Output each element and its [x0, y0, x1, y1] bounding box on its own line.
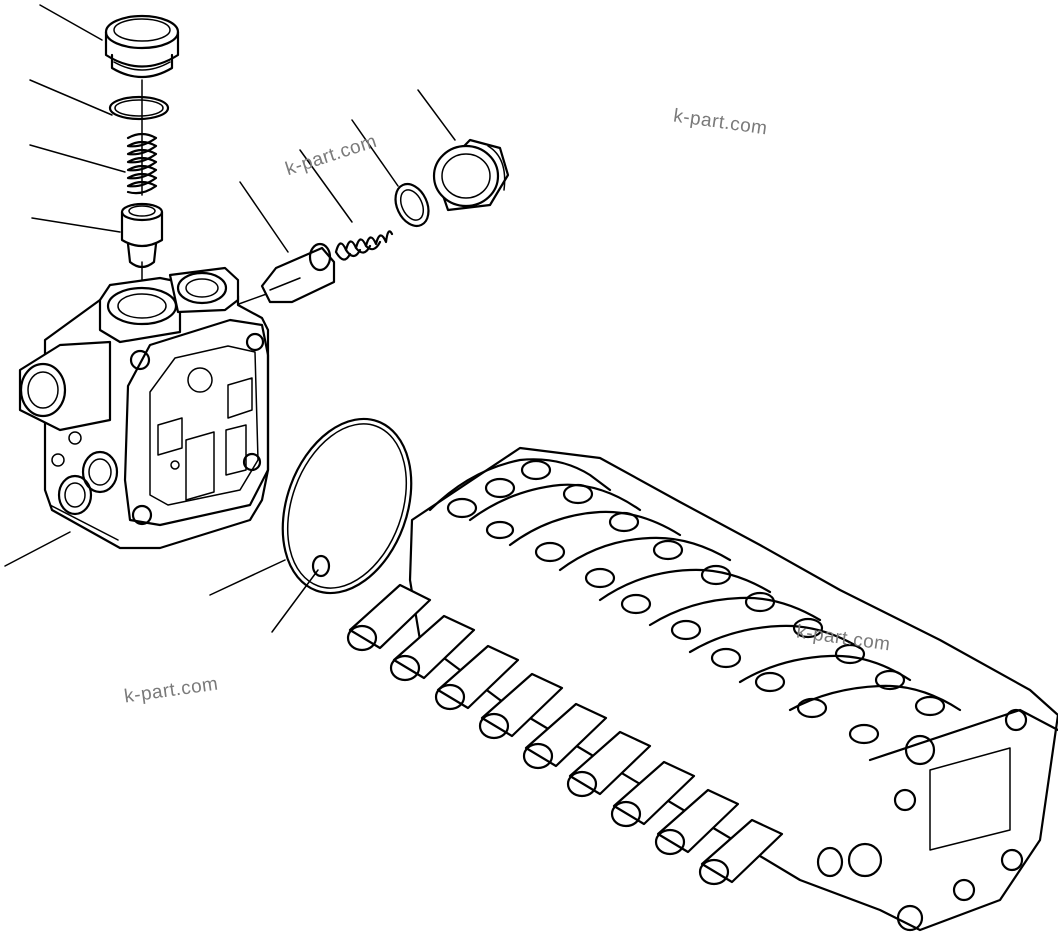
top-ports	[446, 459, 946, 745]
spring-side	[334, 230, 394, 261]
o-ring-side	[394, 182, 430, 228]
spring-top	[126, 132, 158, 195]
plug-top	[104, 14, 180, 78]
spool-ends	[346, 583, 784, 886]
valve-section-block	[18, 266, 270, 550]
poppet-top	[120, 202, 164, 269]
main-control-valve	[346, 446, 1058, 932]
end-cover	[816, 708, 1058, 932]
o-ring-top	[108, 95, 170, 121]
plug-side	[432, 138, 510, 212]
seal-ring-large	[281, 417, 413, 595]
poppet-side	[260, 242, 336, 304]
